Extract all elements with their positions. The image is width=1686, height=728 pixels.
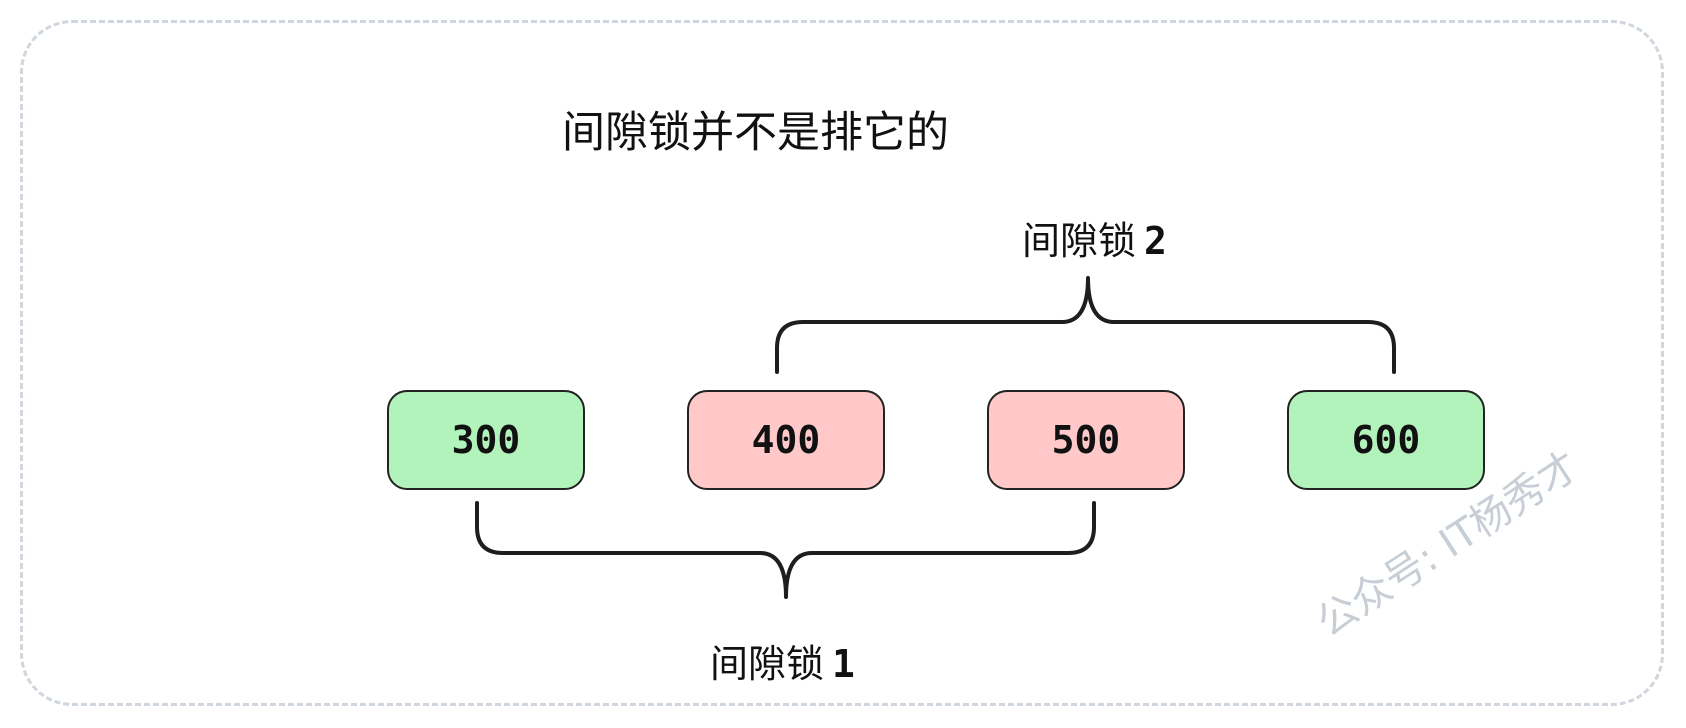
gap-lock-1-text: 间隙锁 [710,642,825,686]
index-node-500: 500 [987,390,1185,490]
gap-lock-2-number: 2 [1144,219,1167,263]
index-node-600: 600 [1287,390,1485,490]
index-node-400: 400 [687,390,885,490]
index-node-300: 300 [387,390,585,490]
gap-lock-2-brace [775,276,1396,374]
gap-lock-2-text: 间隙锁 [1022,219,1137,263]
gap-lock-1-number: 1 [832,642,855,686]
diagram-frame [20,20,1664,706]
gap-lock-1-brace [475,501,1096,599]
diagram-title: 间隙锁并不是排它的 [562,108,949,158]
